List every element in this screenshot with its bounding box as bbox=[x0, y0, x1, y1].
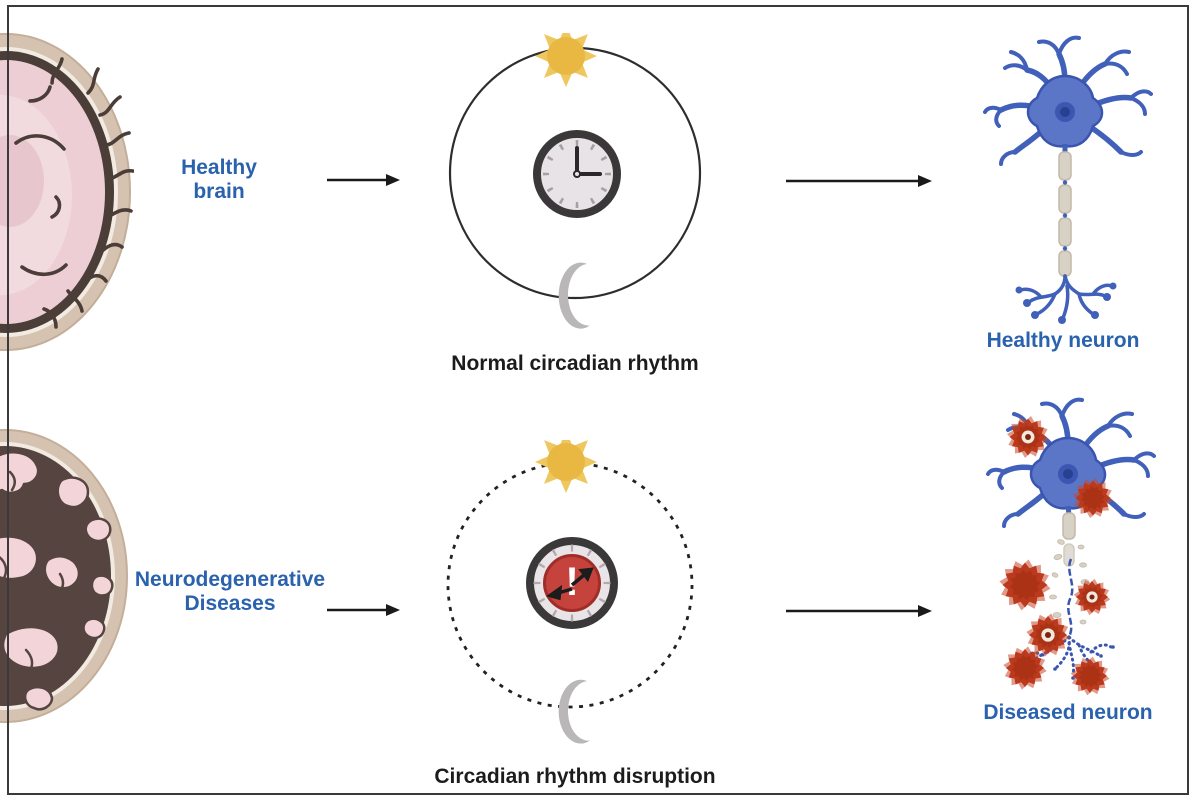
healthy-brain-illustration bbox=[0, 33, 134, 351]
diseased-brain-illustration bbox=[0, 429, 128, 723]
arrow-right-icon bbox=[327, 604, 400, 616]
healthy-brain-label: Healthy brain bbox=[144, 156, 294, 204]
normal-circadian-cycle-illustration bbox=[448, 33, 702, 329]
day-night-orbit-dashed bbox=[446, 461, 694, 709]
diseases-label-line1: Neurodegenerative bbox=[134, 568, 326, 591]
exclamation-icon: ! bbox=[565, 560, 578, 604]
atrophied-gyri bbox=[0, 451, 114, 711]
healthy-brain-label-line1: Healthy bbox=[181, 156, 257, 179]
normal-rhythm-caption: Normal circadian rhythm bbox=[451, 352, 699, 375]
amyloid-plaque-icon bbox=[1071, 576, 1113, 618]
arrow-right-icon bbox=[327, 174, 400, 186]
neuron-soma-dendrites bbox=[985, 38, 1151, 164]
diseases-label-line2: Diseases bbox=[184, 592, 276, 616]
healthy-brain-label-line2: brain bbox=[193, 180, 245, 204]
axon-terminals bbox=[1019, 274, 1113, 320]
neuron-soma-dendrites bbox=[988, 400, 1154, 526]
sun-icon bbox=[535, 33, 597, 87]
askew-clock-hands bbox=[545, 567, 594, 601]
crescent-moon-icon bbox=[558, 262, 590, 329]
myelin-sheath bbox=[1058, 151, 1072, 277]
crescent-moon-icon bbox=[558, 679, 590, 744]
neurodegenerative-diseases-label: Neurodegenerative Diseases bbox=[115, 568, 345, 616]
amyloid-plaque-icon bbox=[995, 555, 1055, 615]
clock-icon bbox=[533, 130, 621, 218]
diseased-neuron-label: Diseased neuron bbox=[983, 701, 1153, 724]
arrow-right-icon bbox=[786, 605, 932, 617]
disrupted-circadian-cycle-illustration: ! bbox=[446, 440, 694, 744]
disruption-caption: Circadian rhythm disruption bbox=[434, 765, 716, 788]
diseased-neuron-illustration bbox=[983, 395, 1168, 699]
healthy-neuron-illustration bbox=[983, 28, 1153, 324]
arrow-right-icon bbox=[786, 175, 932, 187]
healthy-neuron-label: Healthy neuron bbox=[986, 329, 1140, 352]
degrading-myelin bbox=[1062, 512, 1076, 567]
amyloid-plaque-icon bbox=[1067, 653, 1113, 699]
degenerating-axon bbox=[1067, 558, 1074, 638]
alarm-clock-exclamation-icon: ! bbox=[526, 537, 618, 629]
